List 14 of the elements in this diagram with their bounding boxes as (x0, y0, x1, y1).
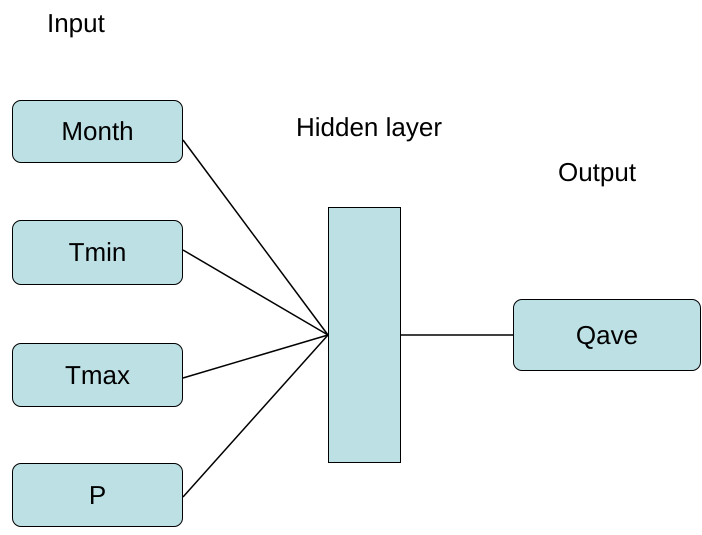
connector-line (182, 140, 329, 336)
hidden-layer-bar (328, 207, 401, 463)
connector-line (182, 334, 329, 498)
input-box: Tmin (12, 220, 183, 285)
connector-line (182, 249, 328, 336)
output-box: Qave (513, 299, 701, 371)
layer-heading: Output (558, 157, 636, 188)
layer-heading: Hidden layer (296, 112, 442, 143)
input-box: Month (12, 100, 183, 163)
connector-line (401, 334, 513, 336)
input-box: P (12, 463, 183, 527)
input-box: Tmax (12, 343, 183, 407)
connector-line (182, 334, 328, 379)
layer-heading: Input (47, 8, 105, 39)
